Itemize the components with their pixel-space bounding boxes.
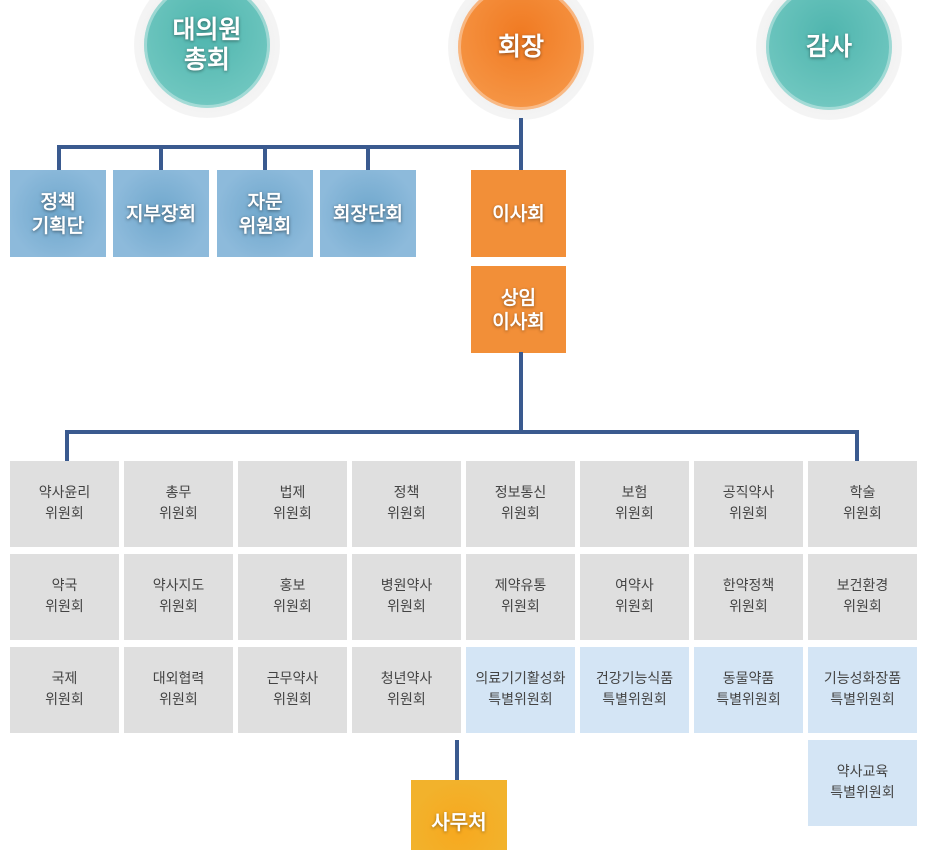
committee-cell[interactable]: 공직약사 위원회: [694, 461, 803, 547]
committee-cell[interactable]: 보건환경 위원회: [808, 554, 917, 640]
committee-cell[interactable]: 정보통신 위원회: [466, 461, 575, 547]
committee-cell[interactable]: 정책 위원회: [352, 461, 461, 547]
connector-line: [366, 145, 370, 170]
general-assembly-node[interactable]: 대의원 총회: [144, 0, 270, 108]
president-node[interactable]: 회장: [458, 0, 584, 110]
committee-cell[interactable]: 국제 위원회: [10, 647, 119, 733]
standing-board[interactable]: 상임 이사회: [471, 266, 566, 353]
committee-cell[interactable]: 근무약사 위원회: [238, 647, 347, 733]
committee-cell[interactable]: 약사교육 특별위원회: [808, 740, 917, 826]
board-of-directors[interactable]: 이사회: [471, 170, 566, 257]
committee-cell[interactable]: 제약유통 위원회: [466, 554, 575, 640]
policy-planning-unit[interactable]: 정책 기획단: [10, 170, 106, 257]
connector-line: [159, 145, 163, 170]
auditor-node[interactable]: 감사: [766, 0, 892, 110]
committee-cell[interactable]: 건강기능식품 특별위원회: [580, 647, 689, 733]
connector-line: [57, 145, 523, 149]
connector-line: [57, 145, 61, 170]
committee-cell[interactable]: 의료기기활성화 특별위원회: [466, 647, 575, 733]
connector-line: [455, 740, 459, 780]
branch-heads-council[interactable]: 지부장회: [113, 170, 209, 257]
committee-cell[interactable]: 학술 위원회: [808, 461, 917, 547]
presidents-council[interactable]: 회장단회: [320, 170, 416, 257]
committee-cell[interactable]: 법제 위원회: [238, 461, 347, 547]
committee-cell[interactable]: 기능성화장품 특별위원회: [808, 647, 917, 733]
committee-cell[interactable]: 약사지도 위원회: [124, 554, 233, 640]
committee-cell[interactable]: 여약사 위원회: [580, 554, 689, 640]
connector-line: [263, 145, 267, 170]
advisory-committee[interactable]: 자문 위원회: [217, 170, 313, 257]
committee-cell[interactable]: 병원약사 위원회: [352, 554, 461, 640]
connector-line: [65, 430, 859, 434]
committee-cell[interactable]: 홍보 위원회: [238, 554, 347, 640]
connector-line: [519, 352, 523, 434]
committee-cell[interactable]: 동물약품 특별위원회: [694, 647, 803, 733]
committee-cell[interactable]: 한약정책 위원회: [694, 554, 803, 640]
committee-cell[interactable]: 청년약사 위원회: [352, 647, 461, 733]
committee-cell[interactable]: 보험 위원회: [580, 461, 689, 547]
committee-cell[interactable]: 대외협력 위원회: [124, 647, 233, 733]
committee-cell[interactable]: 약사윤리 위원회: [10, 461, 119, 547]
committee-cell[interactable]: 약국 위원회: [10, 554, 119, 640]
connector-line: [519, 118, 523, 170]
connector-line: [855, 430, 859, 461]
secretariat-node[interactable]: 사무처: [411, 780, 507, 850]
committee-cell[interactable]: 총무 위원회: [124, 461, 233, 547]
connector-line: [65, 430, 69, 461]
